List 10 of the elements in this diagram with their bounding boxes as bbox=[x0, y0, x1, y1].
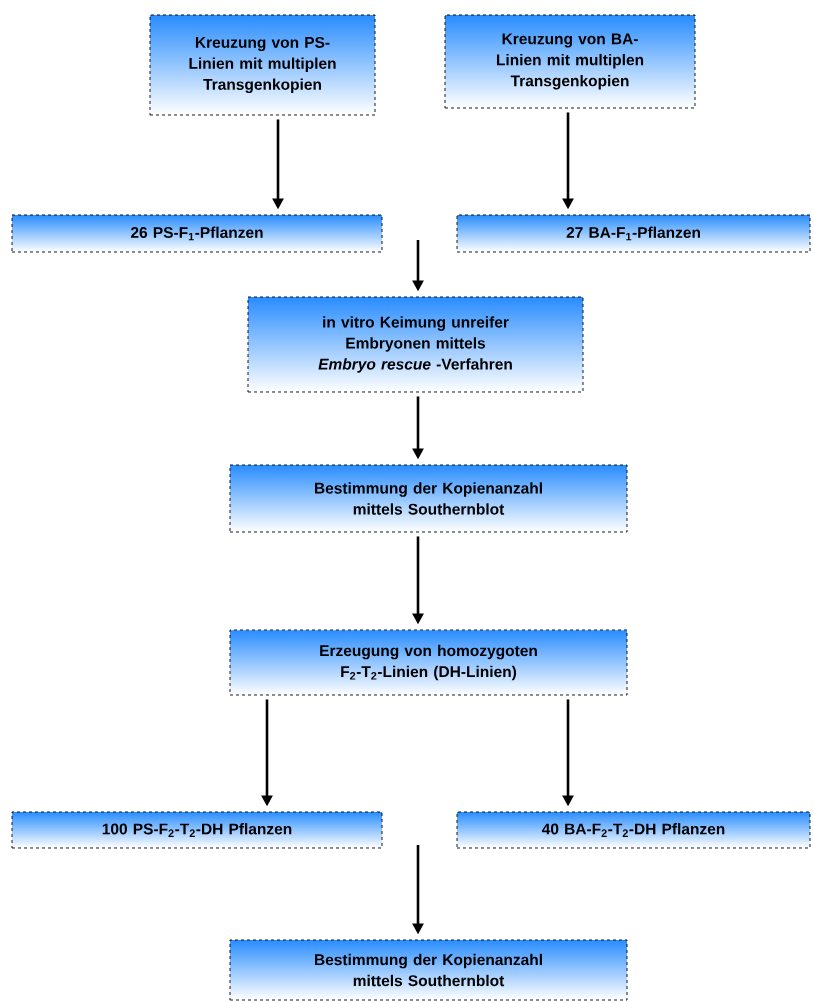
process-box: 40 BA-F$_{2}$-T$_{2}$-DH Pflanzen bbox=[456, 811, 811, 849]
process-box: Bestimmung der Kopienanzahl mittels Southernblot bbox=[229, 939, 628, 1001]
process-box: Bestimmung der Kopienanzahl mittels Southernblot bbox=[229, 464, 628, 533]
process-box: in vitro Keimung unreifer Embryonen mittels Embryo rescue -Verfahren bbox=[247, 296, 584, 393]
process-box: 26 PS-F$_{1}$-Pflanzen bbox=[11, 214, 383, 253]
process-box: 27 BA-F$_{1}$-Pflanzen bbox=[456, 214, 811, 253]
process-box: Kreuzung von BA-Linien mit multiplen Transgenkopien bbox=[444, 14, 696, 109]
process-box: 100 PS-F$_{2}$-T$_{2}$-DH Pflanzen bbox=[11, 811, 383, 849]
process-box: Kreuzung von PS-Linien mit multiplen Transgenkopien bbox=[149, 14, 376, 116]
process-box: Erzeugung von homozygoten F$_{2}$-T$_{2}$-Linien (DH-Linien) bbox=[229, 629, 628, 696]
